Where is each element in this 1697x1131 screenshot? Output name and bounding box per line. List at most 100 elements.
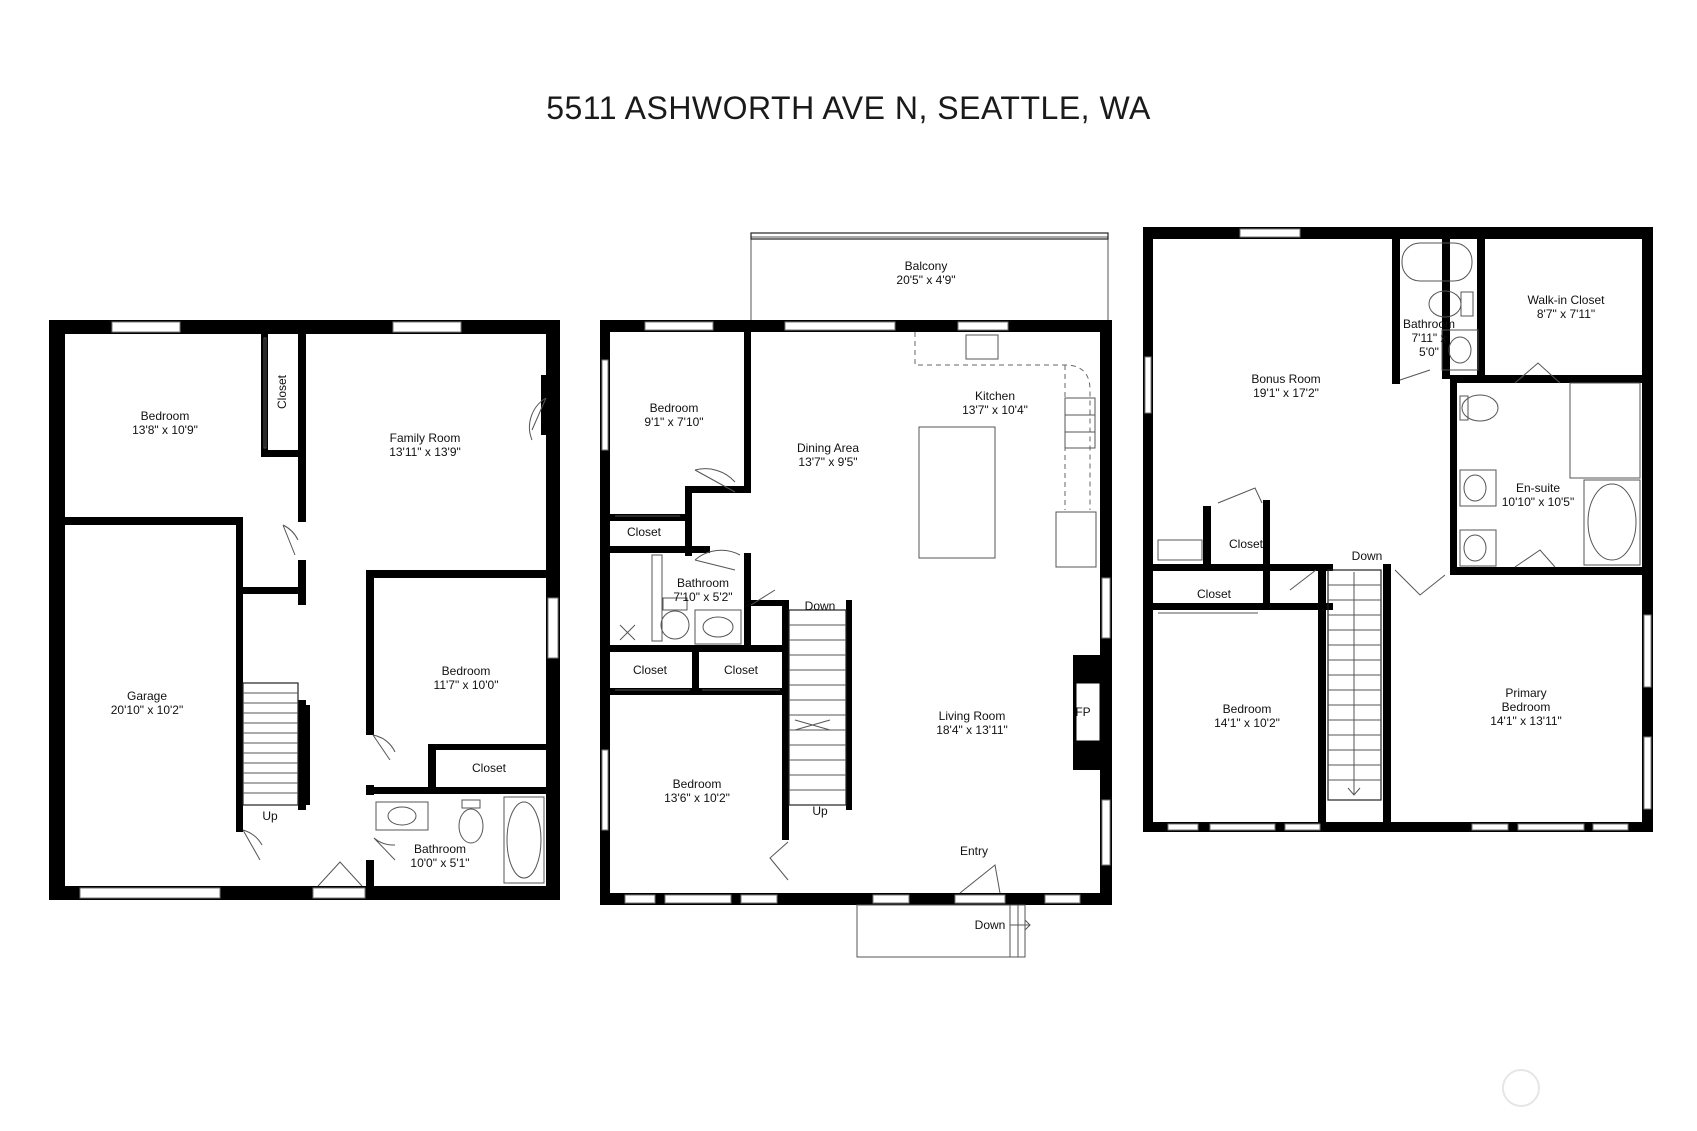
- room-name: En-suite: [1516, 481, 1560, 495]
- wall: [1642, 227, 1653, 832]
- room-name: Closet: [627, 525, 662, 539]
- wall: [298, 334, 306, 522]
- door-swing: [1289, 569, 1317, 591]
- window: [547, 597, 559, 659]
- wall: [744, 553, 751, 645]
- bathroom-fixtures: [619, 554, 742, 645]
- wall: [692, 645, 699, 695]
- window: [1101, 577, 1111, 639]
- entry-door: [954, 894, 1006, 904]
- window: [392, 321, 462, 333]
- entry-steps: [856, 904, 1031, 958]
- window: [1167, 823, 1199, 831]
- entry-label: Entry: [960, 844, 988, 858]
- window: [1239, 228, 1301, 238]
- door-swing: [959, 864, 1001, 894]
- room-dimension: 13'6" x 10'2": [664, 791, 730, 805]
- wall: [1392, 239, 1400, 384]
- bathroom-fixtures: [375, 796, 545, 884]
- window: [1471, 823, 1509, 831]
- room-dimension: 20'5" x 4'9": [896, 273, 955, 287]
- wall: [744, 332, 751, 492]
- room-dimension: 11'7" x 10'0": [434, 678, 499, 692]
- room-name: Bedroom: [141, 409, 190, 423]
- stairs: [242, 682, 310, 806]
- room-dimension: 10'0" x 5'1": [410, 856, 469, 870]
- wall: [1450, 375, 1642, 383]
- balcony-door: [784, 321, 896, 331]
- window: [664, 894, 732, 904]
- wall: [366, 570, 374, 735]
- wall: [1263, 564, 1270, 610]
- room-dimension: 13'11" x 13'9": [389, 445, 461, 459]
- room-name: Closet: [472, 761, 507, 775]
- window: [957, 321, 1009, 331]
- door-swing: [529, 397, 547, 441]
- door-swing: [769, 841, 789, 881]
- door-swing: [1514, 362, 1561, 384]
- wall: [366, 570, 546, 578]
- window: [111, 321, 181, 333]
- room-name: Bathroom: [1403, 317, 1455, 331]
- wall: [1442, 239, 1450, 379]
- room-name: Garage: [127, 689, 167, 703]
- room-name: Closet: [1229, 537, 1264, 551]
- wall: [1318, 564, 1326, 822]
- window: [644, 321, 714, 331]
- stair-label: Down: [975, 918, 1006, 932]
- room-name: Kitchen: [975, 389, 1015, 403]
- wall: [1383, 564, 1391, 822]
- wall: [1450, 567, 1642, 575]
- floor-1-plan: [49, 320, 560, 900]
- room-dimension: 14'1" x 13'11": [1490, 714, 1562, 728]
- window: [79, 887, 221, 899]
- room-dimension: 13'8" x 10'9": [132, 423, 198, 437]
- room-dimension: 13'7" x 10'4": [962, 403, 1028, 417]
- room-dimension: 14'1" x 10'2": [1214, 716, 1280, 730]
- door-swing: [1394, 569, 1446, 596]
- wall: [366, 787, 546, 794]
- room-name: Bonus Room: [1251, 372, 1320, 386]
- door-swing: [750, 589, 776, 606]
- wall: [751, 600, 786, 606]
- balcony-railing: [750, 232, 1109, 240]
- wall: [428, 744, 436, 794]
- room-name: Primary: [1505, 686, 1546, 700]
- floor-3-plan: [1143, 227, 1653, 832]
- kitchen-island: [918, 426, 996, 559]
- room-name: Bedroom: [1223, 702, 1272, 716]
- wall: [366, 860, 374, 890]
- door-swing: [242, 829, 263, 861]
- wall: [1153, 564, 1333, 571]
- window: [601, 749, 609, 831]
- stair-label: Down: [1352, 549, 1383, 563]
- room-name: Bedroom: [673, 777, 722, 791]
- room-name: Bathroom: [677, 576, 729, 590]
- door-swing: [282, 524, 299, 556]
- window: [1044, 894, 1081, 904]
- wall: [1450, 375, 1457, 575]
- fireplace-label: FP: [1075, 705, 1090, 719]
- room-name: Living Room: [939, 709, 1006, 723]
- door-swing: [1514, 549, 1556, 568]
- wall: [1143, 227, 1153, 832]
- window: [1643, 736, 1652, 810]
- wall: [1143, 822, 1653, 832]
- window: [1209, 823, 1276, 831]
- wall: [1143, 227, 1653, 239]
- window: [1144, 356, 1152, 414]
- room-dimension: 9'1" x 7'10": [644, 415, 703, 429]
- wall: [846, 600, 852, 810]
- wall: [610, 688, 786, 695]
- door-swing: [372, 734, 396, 761]
- room-name: Bathroom: [414, 842, 466, 856]
- room-name: Bedroom: [650, 401, 699, 415]
- door-swing: [373, 837, 396, 861]
- room-dimension: 10'10" x 10'5": [1502, 495, 1575, 509]
- wall: [541, 375, 546, 435]
- wall: [1203, 506, 1211, 570]
- room-dimension: 8'7" x 7'11": [1537, 307, 1595, 321]
- wall: [1263, 500, 1270, 570]
- wall: [685, 486, 751, 493]
- stairs: [788, 609, 847, 806]
